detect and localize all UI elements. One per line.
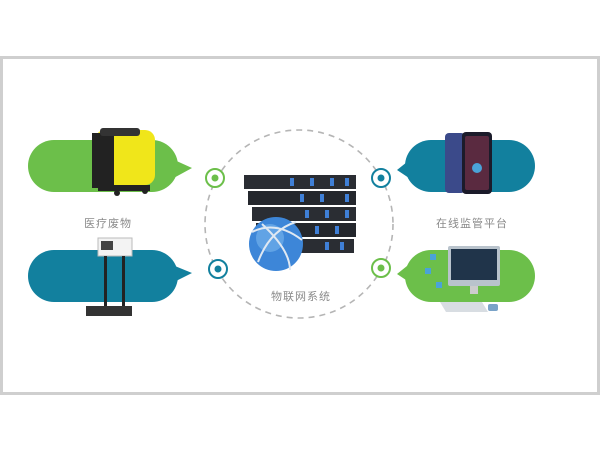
node-left-bottom	[208, 259, 228, 279]
iot-dashed-ring	[204, 129, 394, 319]
smartphone-image	[445, 132, 492, 194]
bubble-weighing-station	[28, 250, 192, 302]
desktop-computer-image	[425, 246, 500, 312]
node-right-top	[371, 168, 391, 188]
globe-icon	[249, 217, 303, 271]
label-iot-system: 物联网系统	[271, 290, 331, 303]
node-left-top	[205, 168, 225, 188]
weighing-station-image	[86, 237, 133, 316]
label-online-platform: 在线监管平台	[436, 217, 508, 230]
waste-cart-image	[92, 128, 155, 196]
label-medical-waste: 医疗废物	[84, 217, 132, 230]
node-right-bottom	[371, 258, 391, 278]
